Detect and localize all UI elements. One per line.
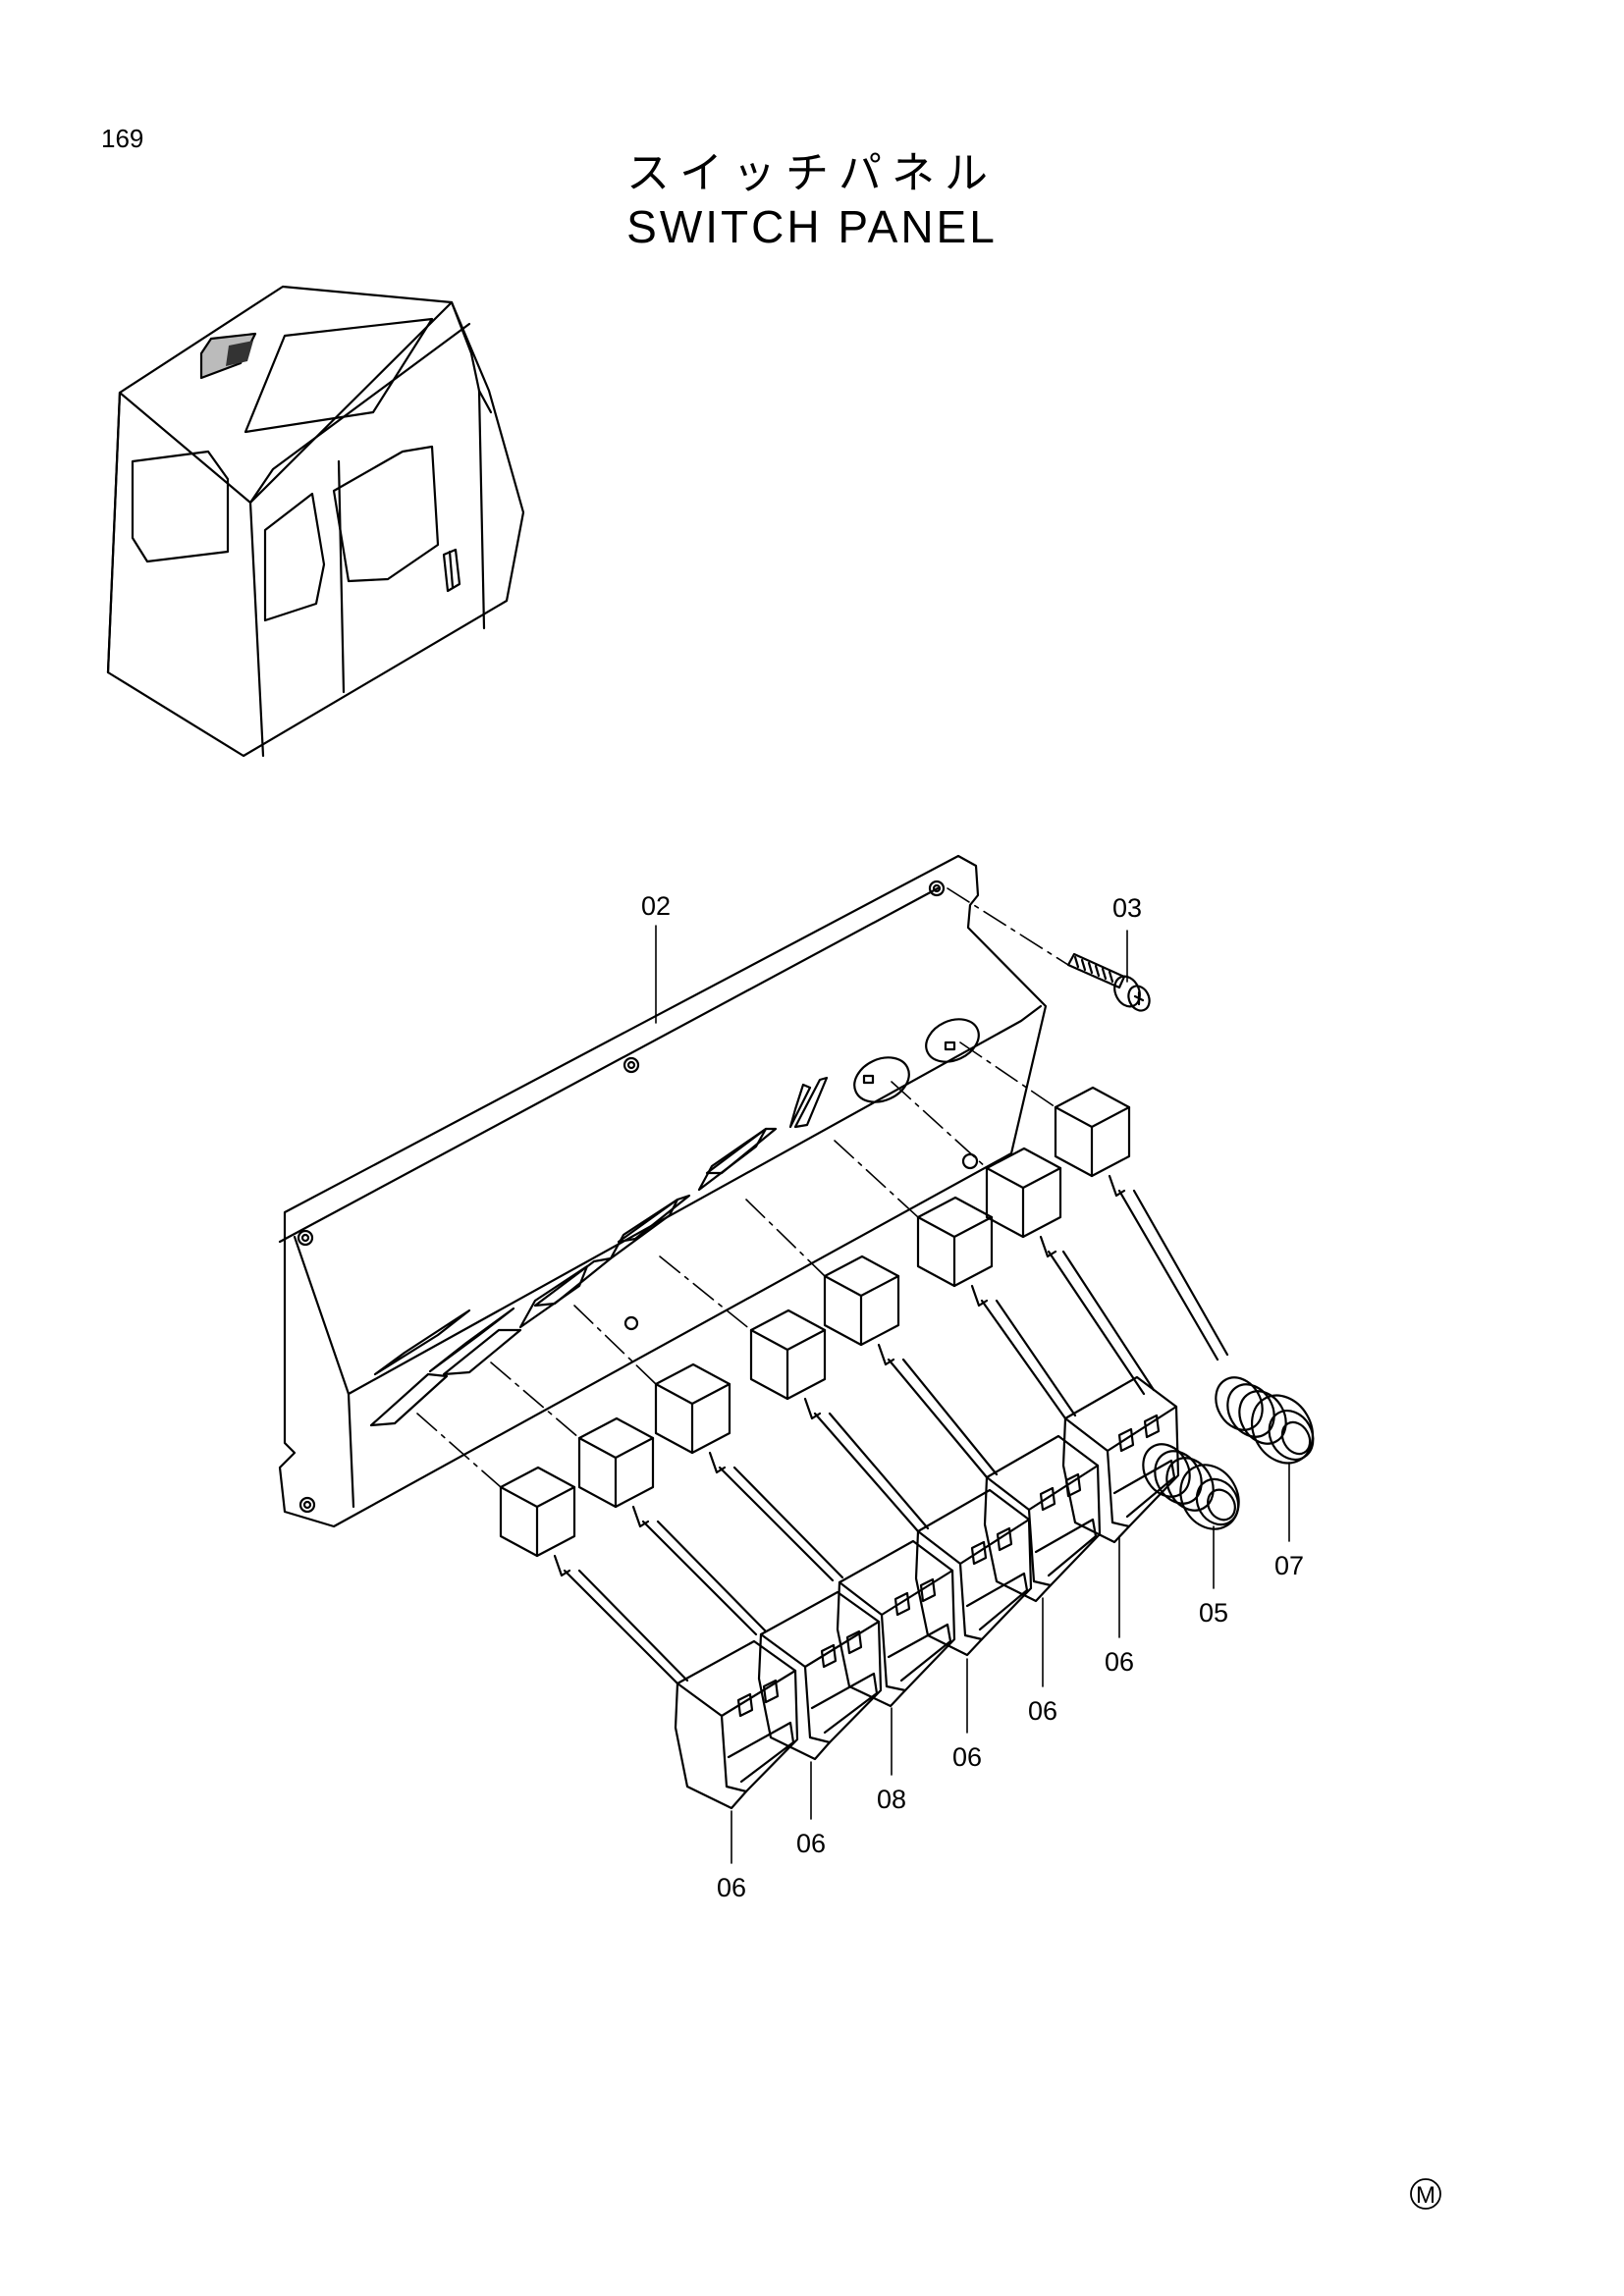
connector-3: [654, 1362, 844, 1582]
connector-6: [916, 1196, 1077, 1420]
callout-06-e: 06: [1028, 1696, 1057, 1726]
mounting-screw: [1066, 952, 1151, 1012]
cab-location-thumbnail: [106, 285, 525, 758]
title-english: SWITCH PANEL: [626, 201, 998, 252]
connector-1: [499, 1466, 689, 1685]
switch-cutouts: [369, 1018, 980, 1427]
callout-06-f: 06: [1105, 1647, 1134, 1677]
door-window-lower: [263, 492, 326, 622]
callout-07: 07: [1274, 1551, 1304, 1580]
rocker-switch-3: [836, 1539, 956, 1708]
connector-5: [823, 1255, 999, 1479]
callout-labels: 02 03 05 07 06 06 06 08 06 06: [641, 891, 1304, 1902]
switch-panel-bracket: [278, 854, 1048, 1528]
callout-06-b: 06: [796, 1829, 826, 1858]
round-switch-05: [1142, 1443, 1240, 1530]
rocker-switch-6: [1061, 1375, 1180, 1544]
door-window: [332, 445, 440, 583]
door-handle: [442, 548, 461, 593]
side-window-front: [131, 450, 230, 563]
callout-leaders: [655, 925, 1290, 1864]
callout-08: 08: [877, 1785, 906, 1814]
rocker-switch-4: [914, 1488, 1033, 1657]
rocker-switch-2: [757, 1590, 883, 1761]
connector-7: [985, 1147, 1156, 1396]
rocker-switches: [674, 1375, 1180, 1810]
round-switch-07: [1215, 1376, 1315, 1465]
corner-mark: M: [1410, 2178, 1441, 2210]
connector-8: [1054, 1086, 1229, 1362]
assembly-leader-lines: [416, 887, 1069, 1488]
callout-06-d: 06: [952, 1742, 982, 1772]
page-title: スイッチパネル SWITCH PANEL: [0, 147, 1624, 253]
connector-4: [749, 1308, 930, 1533]
rocker-switch-5: [983, 1434, 1102, 1603]
roof-window: [244, 317, 434, 434]
connector-2: [577, 1416, 768, 1636]
page-number: 169: [101, 124, 144, 153]
rocker-switch-1: [674, 1639, 799, 1810]
title-japanese: スイッチパネル: [626, 148, 998, 198]
callout-02: 02: [641, 891, 671, 921]
callout-03: 03: [1112, 893, 1142, 923]
callout-05: 05: [1199, 1598, 1228, 1628]
corner-mark-letter: M: [1416, 2182, 1435, 2209]
connectors-and-cables: [499, 1086, 1229, 1685]
callout-06-a: 06: [717, 1873, 746, 1902]
